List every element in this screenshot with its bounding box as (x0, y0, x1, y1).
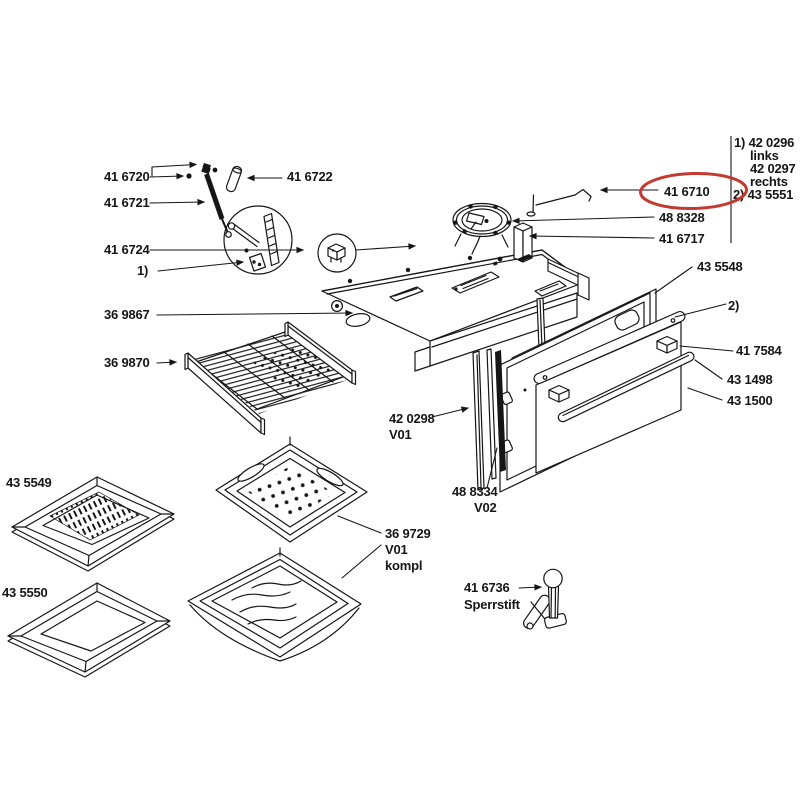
label-416717: 41 6717 (659, 231, 705, 246)
handle-bracket-left (548, 384, 570, 403)
legend-line-4: rechts (750, 174, 788, 189)
label-435548: 43 5548 (697, 259, 743, 274)
hinge-detail-circle (223, 205, 293, 275)
label-416722: 41 6722 (287, 169, 333, 184)
legend-line-2: links (750, 148, 779, 163)
door-outer-panel (533, 310, 695, 474)
label-416721: 41 6721 (104, 195, 150, 210)
burner-ring (452, 202, 512, 255)
legend-line-5: 2) 43 5551 (733, 187, 793, 202)
door-hinge-assembly (186, 163, 293, 275)
tray-perforated (215, 436, 368, 543)
highlight-ellipse-416710 (639, 171, 748, 211)
label-369729-suffix: kompl (385, 558, 422, 573)
tray-wavy (187, 547, 362, 662)
door-seal-strip (472, 350, 485, 491)
label-488334: 48 8334 (452, 484, 499, 499)
label-417584: 41 7584 (736, 343, 783, 358)
callout-lines (149, 161, 734, 591)
thin-strip (486, 348, 497, 480)
pan-perforated (11, 476, 175, 572)
label-435550: 43 5550 (2, 585, 48, 600)
legend: 1) 42 0296 links 42 0297 rechts 2) 43 55… (733, 135, 796, 202)
door-top-rail (533, 310, 686, 385)
handle-bracket-right (656, 335, 678, 354)
label-435549: 43 5549 (6, 475, 52, 490)
label-note1: 1) (137, 263, 148, 278)
label-369870: 36 9870 (104, 355, 150, 370)
legend-line-1: 1) 42 0296 (734, 135, 794, 150)
sensor-rod (526, 188, 592, 217)
switch-detail-circle (317, 233, 357, 273)
label-431498: 43 1498 (727, 372, 773, 387)
label-431500: 43 1500 (727, 393, 773, 408)
frame-window-cutout (614, 309, 640, 331)
door-handle-bar (557, 351, 695, 423)
rack-front-rail (184, 352, 266, 436)
dark-seal-strip (495, 350, 506, 472)
locking-pin (522, 568, 567, 630)
label-369867: 36 9867 (104, 307, 150, 322)
label-416710: 41 6710 (664, 184, 710, 199)
gas-spring (201, 165, 232, 238)
part-labels: 41 6720 41 6722 41 6721 41 6724 1) 36 98… (2, 169, 783, 612)
label-420298: 42 0298 (389, 411, 435, 426)
pan-plain (7, 582, 171, 678)
label-note2: 2) (728, 298, 739, 313)
label-416724: 41 6724 (104, 242, 151, 257)
label-369729-variant: V01 (385, 542, 408, 557)
hinge-receiver-post (513, 222, 533, 263)
label-416736-name: Sperrstift (464, 597, 521, 612)
label-416720: 41 6720 (104, 169, 150, 184)
label-488334-variant: V02 (474, 500, 497, 515)
rack-back-rail (284, 321, 357, 386)
label-488328: 48 8328 (659, 210, 705, 225)
hinge-pin-cylinder (225, 165, 243, 193)
oven-top-panel (321, 222, 590, 425)
legend-line-3: 42 0297 (750, 161, 796, 176)
label-420298-variant: V01 (389, 427, 412, 442)
label-369729: 36 9729 (385, 526, 431, 541)
rear-rail (547, 258, 590, 301)
label-416736: 41 6736 (464, 580, 510, 595)
grill-rack (184, 321, 357, 436)
